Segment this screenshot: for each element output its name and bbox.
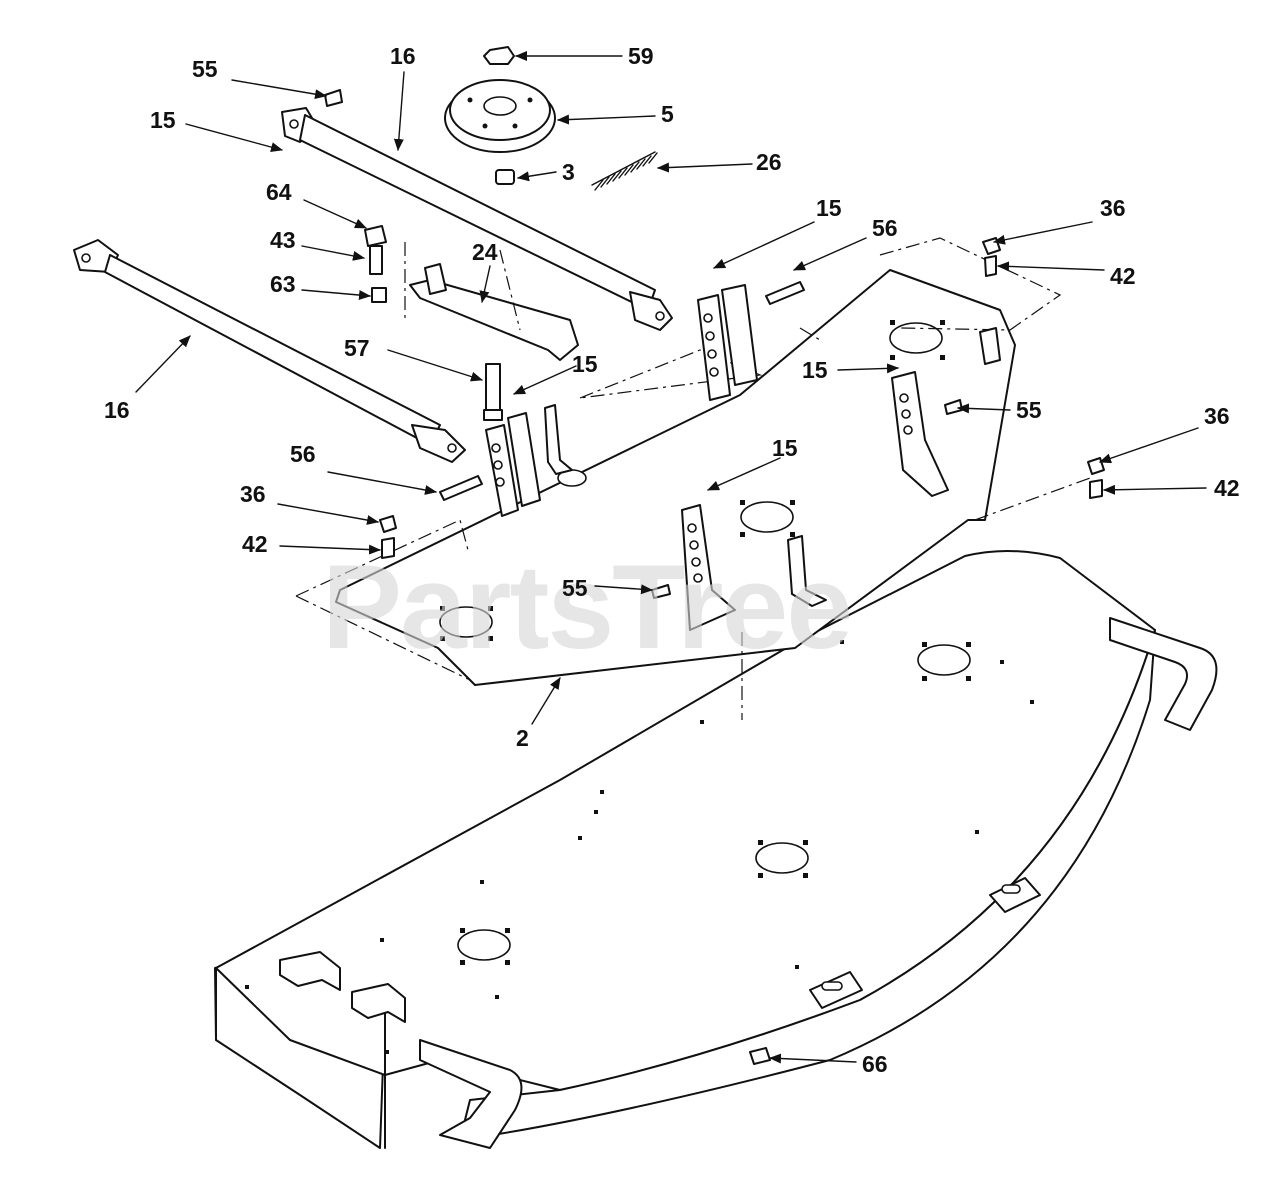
callout-42: 42	[1214, 475, 1240, 501]
callout-63: 63	[270, 271, 296, 297]
pulley-nut	[483, 46, 515, 65]
callout-55: 55	[562, 575, 588, 601]
callout-56: 56	[290, 441, 316, 467]
callout-43: 43	[270, 227, 296, 253]
hanger-brackets	[485, 284, 1001, 631]
callout-56: 56	[872, 215, 898, 241]
callout-57: 57	[344, 335, 370, 361]
callout-15: 15	[572, 351, 598, 377]
callout-36: 36	[1100, 195, 1126, 221]
pulley-bushing	[495, 169, 515, 185]
callout-leaders	[135, 51, 1207, 1064]
idler-spring	[591, 151, 658, 191]
callout-55: 55	[192, 56, 218, 82]
callout-15: 15	[816, 195, 842, 221]
lift-link-lower	[73, 239, 466, 463]
callout-55: 55	[1016, 397, 1042, 423]
idler-arm	[404, 242, 579, 361]
callout-42: 42	[242, 531, 268, 557]
callout-36: 36	[240, 481, 266, 507]
idler-pulley	[444, 79, 556, 153]
callout-numbers: 55 16 59 15 5 3 26 64 15 56 36 43 24 42 …	[104, 43, 1240, 1077]
callout-66: 66	[862, 1051, 888, 1077]
deck-top-plate	[295, 237, 1091, 720]
mower-deck-housing	[214, 550, 1218, 1149]
callout-15: 15	[150, 107, 176, 133]
lift-link-upper	[281, 107, 673, 331]
callout-64: 64	[266, 179, 292, 205]
callout-15: 15	[772, 435, 798, 461]
callout-26: 26	[756, 149, 782, 175]
hardware-bolts	[324, 89, 1105, 1065]
callout-16: 16	[390, 43, 416, 69]
callout-16: 16	[104, 397, 130, 423]
callout-36: 36	[1204, 403, 1230, 429]
callout-42: 42	[1110, 263, 1136, 289]
callout-15: 15	[802, 357, 828, 383]
callout-59: 59	[628, 43, 654, 69]
callout-3: 3	[562, 159, 575, 185]
callout-24: 24	[472, 239, 498, 265]
watermark-text: PartsTree	[322, 540, 851, 674]
callout-5: 5	[661, 101, 674, 127]
callout-2: 2	[516, 725, 529, 751]
